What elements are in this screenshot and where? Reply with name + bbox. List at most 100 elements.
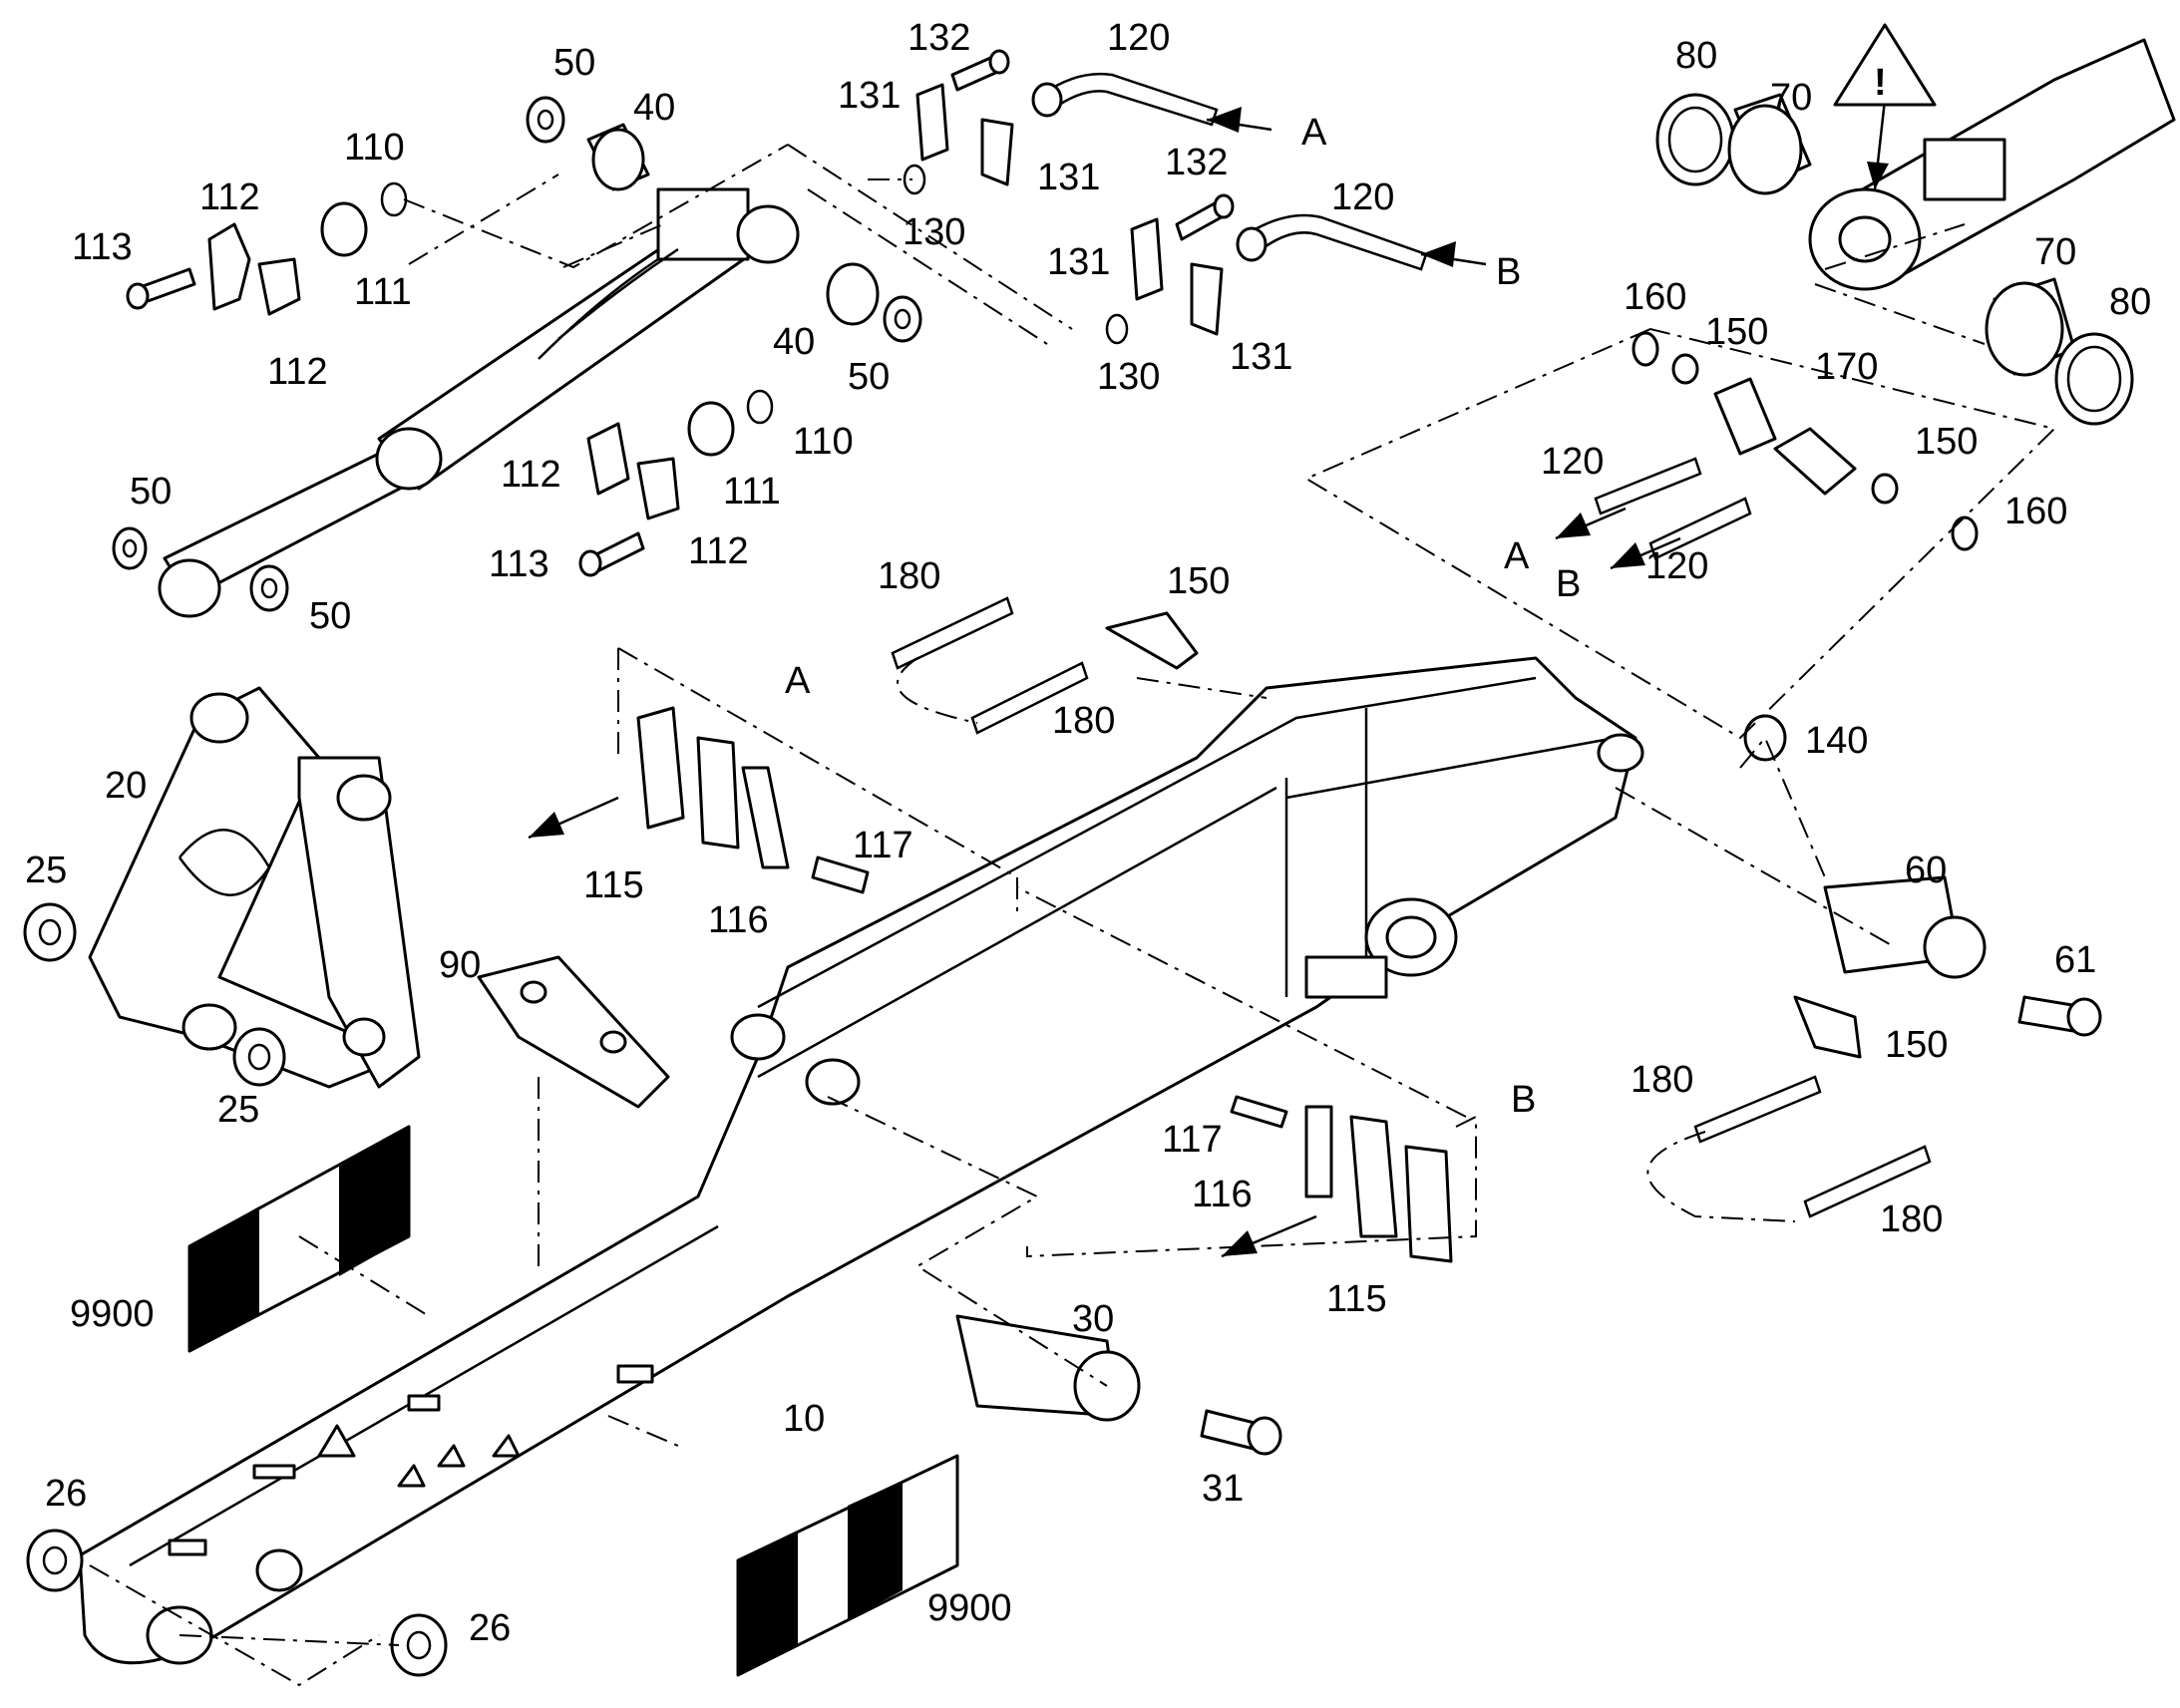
label-116: 116 <box>1192 1174 1253 1215</box>
plate-116-a <box>741 766 790 869</box>
label-112: 112 <box>688 530 749 572</box>
elbow-170-b <box>1773 427 1857 496</box>
washer-50-b <box>883 295 922 343</box>
plug-111-a <box>320 201 368 257</box>
clamp-115-b2 <box>1404 1145 1453 1263</box>
warning-symbol: ! <box>1874 62 1887 104</box>
label-120: 120 <box>1107 17 1170 59</box>
label-80: 80 <box>1675 35 1717 77</box>
clamp-131-c <box>1130 217 1164 301</box>
hose-120-b <box>1245 213 1428 271</box>
hose-120-c <box>1594 457 1702 515</box>
bolt-117-a <box>811 855 870 894</box>
fitting-150-c <box>1105 611 1199 670</box>
label-111: 111 <box>723 471 781 512</box>
clamp-115-a1 <box>636 706 685 830</box>
ring-110-b <box>746 389 774 425</box>
label-140: 140 <box>1805 720 1868 762</box>
clamp-112-b <box>257 257 301 316</box>
label-131: 131 <box>1230 336 1292 378</box>
label-132: 132 <box>908 17 970 59</box>
label-180: 180 <box>1880 1198 1943 1240</box>
clamp-112-c <box>586 422 630 496</box>
clamp-131-b <box>980 118 1014 186</box>
label-112: 112 <box>267 351 328 393</box>
link-part-20 <box>88 686 421 1089</box>
hose-180-a <box>891 596 1014 670</box>
label-117: 117 <box>1162 1119 1223 1161</box>
washer-50-c <box>112 526 148 570</box>
label-180: 180 <box>1052 700 1115 742</box>
label-90: 90 <box>439 944 481 986</box>
label-26: 26 <box>45 1473 87 1515</box>
label-160: 160 <box>1624 276 1686 318</box>
label-70: 70 <box>2034 231 2076 273</box>
clamp-90 <box>477 955 670 1109</box>
washer-25-b <box>232 1027 286 1087</box>
port-marker: B <box>1496 251 1521 293</box>
fitting-150-d <box>1793 995 1862 1059</box>
label-50: 50 <box>848 356 890 398</box>
clamp-115-a2 <box>696 736 740 850</box>
washer-26-b <box>390 1613 448 1677</box>
washer-25-a <box>23 902 77 962</box>
hydraulic-cylinder <box>158 187 800 618</box>
label-116: 116 <box>708 899 769 941</box>
label-131: 131 <box>1037 157 1100 198</box>
label-30: 30 <box>1072 1298 1114 1340</box>
label-170: 170 <box>1815 346 1878 388</box>
washer-160-a <box>1632 331 1659 367</box>
warning-triangle-icon: ! <box>1833 23 1937 107</box>
part-labels: 10 20 25 25 26 26 30 31 40 40 50 50 50 5… <box>25 17 2151 1649</box>
label-115: 115 <box>583 864 644 906</box>
label-150: 150 <box>1167 560 1230 602</box>
ring-110-a <box>380 181 408 217</box>
label-160: 160 <box>2004 491 2067 532</box>
hose-120-d <box>1648 497 1752 560</box>
label-150: 150 <box>1915 421 1978 463</box>
port-marker: A <box>785 660 811 702</box>
label-150: 150 <box>1885 1024 1948 1066</box>
label-130: 130 <box>903 211 965 253</box>
clamp-131-a <box>915 83 949 162</box>
label-50: 50 <box>130 471 172 512</box>
label-111: 111 <box>354 271 412 313</box>
label-113: 113 <box>489 543 549 585</box>
label-120: 120 <box>1331 176 1394 218</box>
plug-111-b <box>687 401 735 457</box>
elbow-170-a <box>1713 377 1777 456</box>
label-115: 115 <box>1326 1278 1387 1320</box>
label-117: 117 <box>853 825 913 866</box>
label-130: 130 <box>1097 356 1160 398</box>
cap-140 <box>1743 714 1787 762</box>
label-25: 25 <box>217 1089 259 1131</box>
washer-50-d <box>249 564 289 612</box>
port-marker: B <box>1511 1079 1536 1121</box>
port-marker: A <box>1504 535 1530 577</box>
label-20: 20 <box>105 765 147 807</box>
ring-130-b <box>1105 313 1129 345</box>
ring-130-a <box>903 164 926 195</box>
label-10: 10 <box>783 1398 825 1440</box>
label-132: 132 <box>1165 142 1228 183</box>
clamp-115-b1 <box>1349 1115 1398 1238</box>
clamp-112-d <box>636 457 680 520</box>
hose-180-b <box>970 661 1089 735</box>
arrow-icon <box>528 99 1889 1258</box>
clamp-131-d <box>1190 262 1224 336</box>
hose-180-d <box>1803 1145 1932 1218</box>
washer-50-a <box>526 96 565 144</box>
label-113: 113 <box>72 226 133 268</box>
label-110: 110 <box>793 421 854 463</box>
label-131: 131 <box>838 75 901 117</box>
label-9900: 9900 <box>70 1293 155 1335</box>
label-9900: 9900 <box>927 1587 1012 1629</box>
bolt-117-b <box>1230 1095 1288 1129</box>
label-80: 80 <box>2109 281 2151 323</box>
label-40: 40 <box>633 87 675 129</box>
port-marker: A <box>1301 112 1327 154</box>
clamp-112-a <box>207 222 251 311</box>
label-150: 150 <box>1705 311 1768 353</box>
label-180: 180 <box>1631 1059 1693 1101</box>
